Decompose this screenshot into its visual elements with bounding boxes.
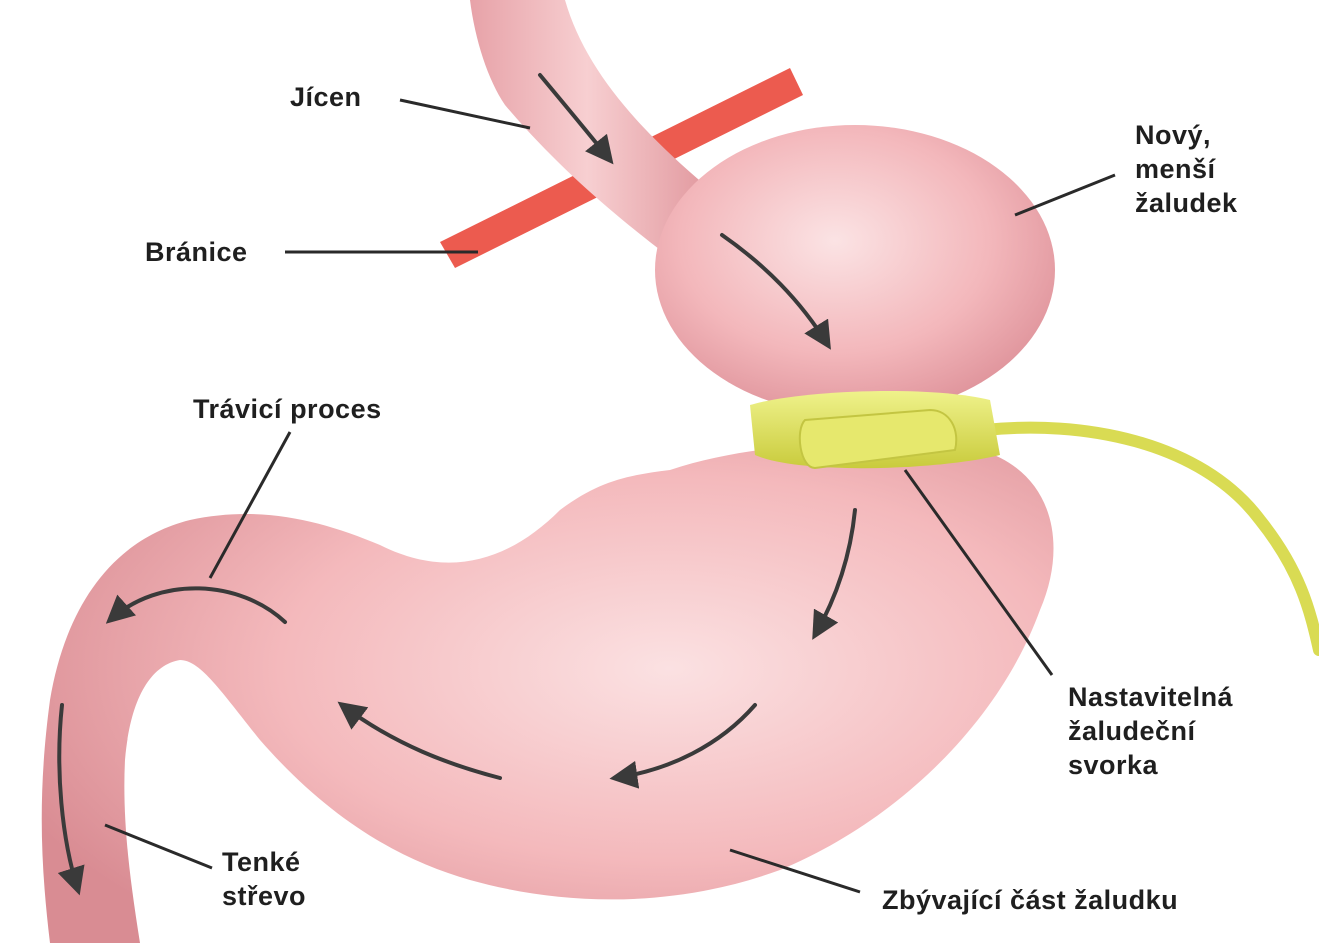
label-traveni: Trávicí proces bbox=[193, 392, 382, 426]
label-zbyvajici: Zbývající část žaludku bbox=[882, 883, 1178, 917]
remaining-stomach bbox=[42, 444, 1054, 943]
label-jicen: Jícen bbox=[290, 80, 362, 114]
label-svorka: Nastavitelná žaludeční svorka bbox=[1068, 680, 1233, 782]
new-stomach-pouch bbox=[655, 125, 1055, 415]
label-strevo: Tenké střevo bbox=[222, 845, 306, 913]
label-branice: Bránice bbox=[145, 235, 248, 269]
leader-novy-zaludek bbox=[1015, 175, 1115, 215]
label-novy-zaludek: Nový, menší žaludek bbox=[1135, 118, 1238, 220]
